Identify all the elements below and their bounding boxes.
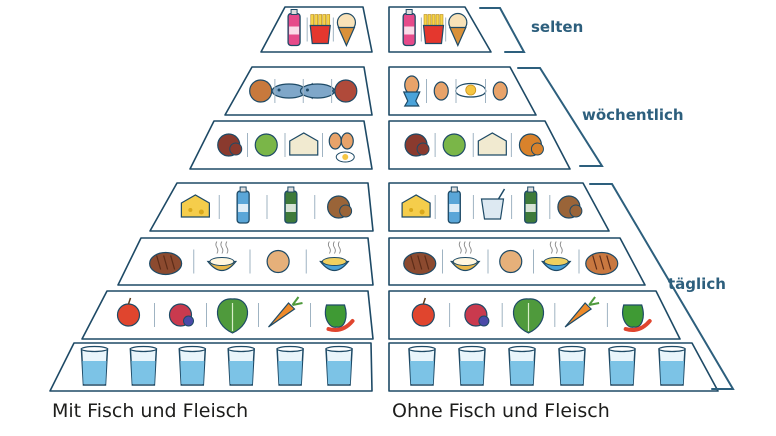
pyramid-left [49, 6, 374, 392]
water-glass-icon [408, 345, 436, 386]
yogurt-icon [480, 188, 506, 220]
lettuce-icon [512, 298, 545, 334]
fries-icon [422, 14, 445, 45]
carrot-icon [268, 296, 303, 328]
label-rarely: selten [531, 18, 584, 36]
tofu-icon [477, 132, 507, 156]
milk-icon [236, 186, 250, 224]
carrot-icon [564, 296, 600, 328]
tier-sweets [260, 6, 373, 53]
icecream-icon [336, 12, 357, 47]
water-glass-icon [80, 345, 109, 386]
caption-without-meat: Ohne Fisch und Fleisch [392, 400, 610, 422]
berries-icon [168, 303, 194, 327]
water-glass-icon [178, 345, 207, 386]
rolls-icon [585, 251, 619, 276]
water-glass-icon [325, 345, 353, 386]
icecream-icon [448, 12, 468, 47]
tier-water [388, 342, 719, 392]
caption-with-meat: Mit Fisch und Fleisch [52, 400, 249, 422]
egg-icon [492, 81, 508, 101]
water-glass-icon [227, 345, 256, 386]
pasta-icon [319, 241, 350, 272]
apple-icon [411, 297, 435, 327]
tier-grains [388, 237, 646, 286]
cheese-icon [180, 194, 210, 218]
tier-dairy-oil [388, 182, 610, 232]
oil-bottle-icon [284, 186, 298, 224]
tier-protein [388, 120, 571, 170]
oil-bottle-icon [524, 186, 538, 224]
milk-icon [447, 186, 461, 224]
egg-cup-icon [402, 75, 421, 107]
tofu-icon [289, 132, 319, 156]
water-glass-icon [458, 345, 486, 386]
label-daily: täglich [668, 275, 726, 293]
water-glass-icon [129, 345, 158, 386]
label-weekly: wöchentlich [582, 106, 684, 124]
apple-icon [116, 297, 141, 327]
fries-icon [309, 14, 331, 45]
tier-eggs [388, 66, 537, 116]
bread-icon [403, 251, 437, 276]
tier-fruit-veg [81, 290, 374, 340]
water-glass-icon [558, 345, 586, 386]
beans-icon [217, 133, 243, 157]
tier-dairy-oil [149, 182, 374, 232]
berries-icon [464, 303, 490, 327]
water-glass-icon [658, 345, 686, 386]
pepper-icon [622, 304, 652, 332]
peas-icon [442, 133, 466, 157]
frequency-brackets [479, 7, 735, 390]
potato-icon [266, 249, 290, 274]
rice-icon [206, 241, 238, 272]
bracket-rarely [479, 7, 526, 53]
rice-icon [450, 241, 481, 272]
water-glass-icon [276, 345, 304, 386]
pepper-icon [324, 304, 355, 332]
softdrink-icon [402, 9, 416, 47]
bracket-daily [589, 183, 735, 390]
nuts-icon [327, 195, 353, 219]
pyramid-right [388, 6, 719, 392]
tier-protein [189, 120, 373, 170]
bracket-weekly [517, 67, 604, 167]
steak-icon [334, 79, 358, 103]
nuts-icon [557, 195, 583, 219]
tier-meat-fish [224, 66, 373, 116]
egg-icon [433, 81, 449, 101]
tier-water [49, 342, 373, 392]
tier-fruit-veg [388, 290, 681, 340]
beans-icon [404, 133, 430, 157]
water-glass-icon [508, 345, 536, 386]
softdrink-icon [287, 9, 301, 47]
fried-egg-icon [455, 82, 487, 98]
water-glass-icon [608, 345, 636, 386]
cheese-icon [401, 194, 431, 218]
bread-icon [149, 251, 183, 276]
peas-icon [254, 133, 278, 157]
tier-grains [117, 237, 374, 286]
pasta-icon [541, 241, 572, 272]
lettuce-icon [216, 298, 249, 334]
legumes-icon [518, 133, 544, 157]
potato-icon [499, 249, 523, 274]
tier-sweets [388, 6, 492, 53]
eggs-icon [328, 132, 355, 163]
chicken-leg-icon [249, 79, 273, 103]
